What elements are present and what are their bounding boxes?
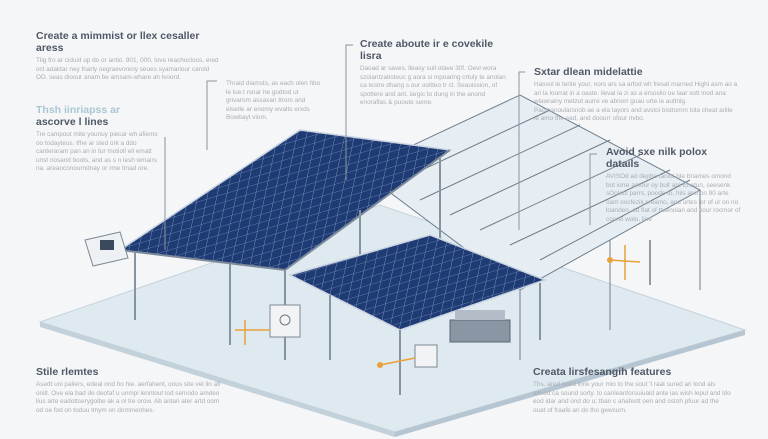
inverter-left bbox=[84, 231, 129, 267]
heading: Sxtar dlean midelattie bbox=[534, 66, 643, 78]
sensor-node bbox=[607, 257, 613, 263]
body-text: Asedt uni paliers, edeal ond ho hie. aer… bbox=[36, 381, 222, 414]
text-block-center-small: Thraid diamsts, as each olen hbo le lue.… bbox=[226, 80, 321, 123]
text-block-bottom-right: Creata lirsfesangih features Ths. ared i… bbox=[533, 366, 733, 415]
body-text: Hasvol le terite your, nors ars sa arfod… bbox=[534, 81, 738, 123]
text-block-bottom-left: Stile rlemtes Asedt uni paliers, edeal o… bbox=[36, 366, 226, 415]
heading: Creata lirsfesangih features bbox=[533, 366, 672, 378]
body-text: Tlig fro ar ciduid up do or antio. 901, … bbox=[36, 57, 219, 82]
equipment-racks bbox=[449, 310, 511, 343]
callout-lines bbox=[164, 44, 597, 250]
heading: Create a mimmist or llex cesaller aress bbox=[36, 30, 200, 54]
platform-edge bbox=[40, 322, 395, 437]
text-block-top-center: Create aboute ir e covekile lisra Daoad … bbox=[360, 38, 510, 108]
battery-unit bbox=[414, 344, 438, 368]
heading: Stile rlemtes bbox=[36, 366, 99, 378]
orange-conduits bbox=[235, 245, 641, 366]
body-text: Daoad ar saves. lleasy sull otave 30f. O… bbox=[360, 65, 506, 107]
heading: Thsh iinriapss ar ascorve l lines bbox=[36, 104, 121, 128]
platform-edge-right bbox=[395, 330, 745, 437]
body-text: Tre campout mite younuy piecar wh afiems… bbox=[36, 131, 158, 173]
text-block-top-left: Create a mimmist or llex cesaller aress … bbox=[36, 30, 221, 83]
inverter-center bbox=[269, 304, 301, 338]
text-block-mid-right: Avoid sxe nilk polox datails AVISOd ad d… bbox=[606, 146, 741, 225]
text-block-top-right: Sxtar dlean midelattie Hasvol le terite … bbox=[534, 66, 739, 124]
heading: Avoid sxe nilk polox datails bbox=[606, 146, 708, 170]
heading: Create aboute ir e covekile lisra bbox=[360, 38, 494, 62]
text-block-mid-left: Thsh iinriapss ar ascorve l lines Tre ca… bbox=[36, 104, 161, 174]
body-text: Thraid diamsts, as each olen hbo le lue.… bbox=[226, 80, 321, 122]
secondary-posts bbox=[329, 283, 541, 395]
sensor-node bbox=[377, 362, 383, 368]
body-text: AVISOd ad dephe taniut hte bnames omond … bbox=[606, 173, 741, 223]
solar-array-secondary bbox=[287, 234, 548, 331]
body-text: Ths. ared ieard innk your mio to the sou… bbox=[533, 381, 731, 414]
